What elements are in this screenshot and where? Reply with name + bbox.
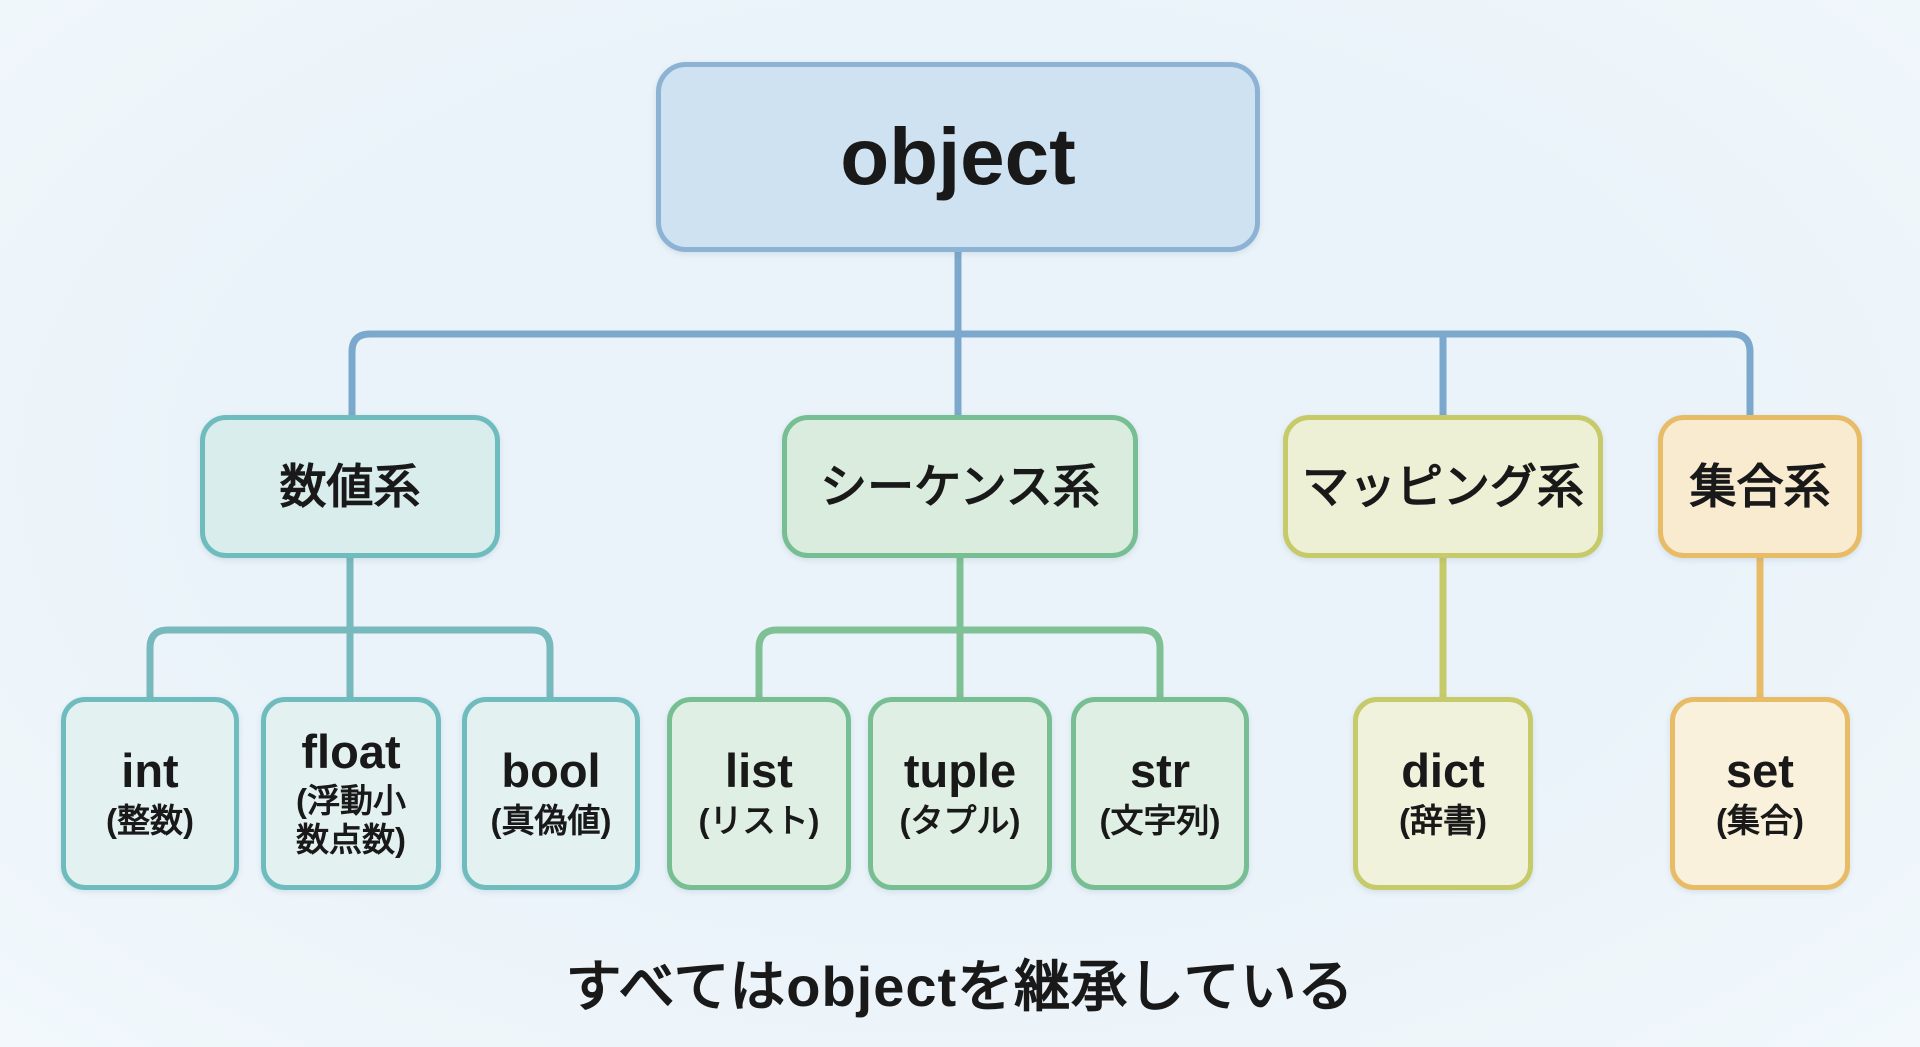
leaf-type-name: dict [1401,744,1485,798]
leaf-type-sub: (タプル) [899,801,1021,839]
root-node-label: object [840,112,1076,201]
category-label: シーケンス系 [820,459,1100,513]
leaf-type-name: list [725,744,793,798]
connector-numeric-rail [146,626,554,705]
leaf-type-sub: (浮動小 数点数) [296,782,406,859]
leaf-type-name: tuple [903,744,1017,798]
leaf-node-float: float (浮動小 数点数) [261,697,441,890]
connector-sequence-rail [755,626,1164,705]
category-node-sequence: シーケンス系 [782,415,1138,558]
leaf-type-sub: (集合) [1716,801,1804,839]
leaf-node-int: int (整数) [61,697,239,890]
leaf-type-sub: (文字列) [1099,801,1221,839]
category-label: マッピング系 [1302,459,1584,513]
category-label: 集合系 [1689,459,1831,513]
category-node-set: 集合系 [1658,415,1862,558]
connector-level1-rail [348,330,1754,423]
leaf-type-sub: (辞書) [1399,801,1487,839]
leaf-type-name: bool [501,744,601,798]
leaf-type-sub: (リスト) [698,801,820,839]
leaf-node-tuple: tuple (タプル) [868,697,1052,890]
leaf-node-str: str (文字列) [1071,697,1249,890]
root-node-object: object [656,62,1260,252]
leaf-type-name: int [121,744,179,798]
category-node-numeric: 数値系 [200,415,500,558]
leaf-node-dict: dict (辞書) [1353,697,1533,890]
leaf-type-name: str [1129,744,1191,798]
leaf-node-bool: bool (真偽値) [462,697,640,890]
leaf-type-name: float [301,724,401,778]
leaf-type-name: set [1726,744,1794,798]
diagram-caption: すべてはobjectを継承している [565,955,1355,1018]
leaf-node-list: list (リスト) [667,697,851,890]
category-node-mapping: マッピング系 [1283,415,1603,558]
leaf-type-sub: (整数) [106,801,194,839]
category-label: 数値系 [279,459,421,513]
leaf-type-sub: (真偽値) [490,801,612,839]
leaf-node-set: set (集合) [1670,697,1850,890]
